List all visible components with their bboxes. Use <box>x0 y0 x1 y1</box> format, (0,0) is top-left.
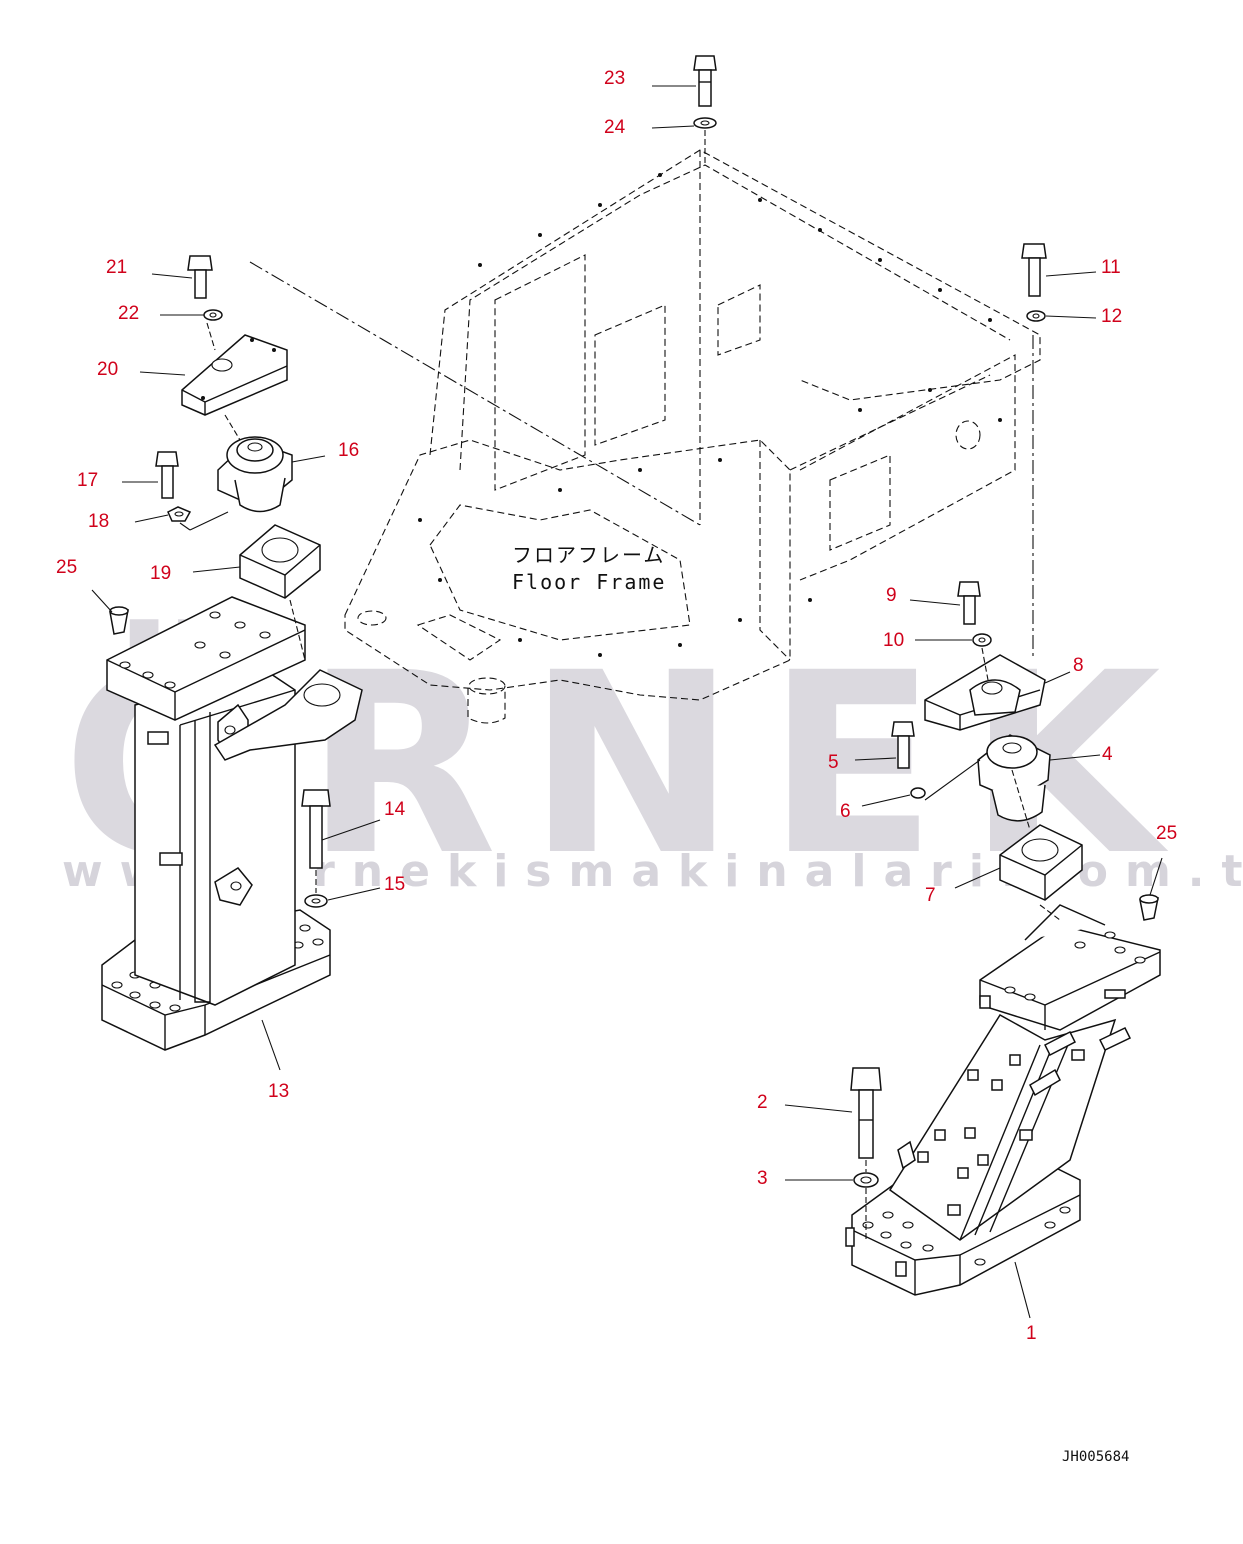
washer-22-drawing <box>203 309 223 321</box>
callout-20[interactable]: 20 <box>97 359 119 380</box>
callout-11[interactable]: 11 <box>1101 257 1121 278</box>
callout-21[interactable]: 21 <box>106 257 128 278</box>
callout-18[interactable]: 18 <box>88 511 110 532</box>
washer-6-drawing <box>910 787 926 799</box>
callout-9[interactable]: 9 <box>886 585 897 606</box>
callout-5[interactable]: 5 <box>828 752 839 773</box>
callout-10[interactable]: 10 <box>883 630 905 651</box>
bolt-17-drawing <box>155 451 179 499</box>
callout-15[interactable]: 15 <box>384 874 406 895</box>
bolt-2-drawing <box>850 1067 882 1159</box>
cap-25-left-drawing <box>109 606 129 635</box>
callout-19[interactable]: 19 <box>150 563 172 584</box>
callout-16[interactable]: 16 <box>338 440 360 461</box>
callout-8[interactable]: 8 <box>1073 655 1084 676</box>
bracket-8-drawing <box>924 654 1046 731</box>
frame-caption-english: Floor Frame <box>512 570 667 594</box>
callout-25-right[interactable]: 25 <box>1156 823 1178 844</box>
washer-10-drawing <box>972 633 992 647</box>
callout-13[interactable]: 13 <box>268 1081 290 1102</box>
bolt-5-drawing <box>891 721 915 769</box>
bolt-21-drawing <box>187 255 213 299</box>
washer-18-drawing <box>167 506 192 522</box>
callout-3[interactable]: 3 <box>757 1168 768 1189</box>
frame-caption-japanese: フロアフレーム <box>512 543 666 567</box>
mount-4-drawing <box>977 734 1051 822</box>
washer-12-drawing <box>1026 310 1046 322</box>
callout-6[interactable]: 6 <box>840 801 851 822</box>
mount-16-drawing <box>217 436 293 513</box>
callout-1[interactable]: 1 <box>1026 1323 1037 1344</box>
spacer-19-drawing <box>239 524 321 599</box>
callout-14[interactable]: 14 <box>384 799 406 820</box>
pillar-13-drawing <box>101 596 363 1051</box>
callout-25-left[interactable]: 25 <box>56 557 78 578</box>
drawing-number: JH005684 <box>1062 1449 1130 1465</box>
callout-2[interactable]: 2 <box>757 1092 768 1113</box>
washer-15-drawing <box>304 894 328 908</box>
washer-24-drawing <box>693 117 717 129</box>
callout-7[interactable]: 7 <box>925 885 936 906</box>
cap-25-right-drawing <box>1139 894 1159 921</box>
bolt-9-drawing <box>957 581 981 625</box>
bolt-14-drawing <box>301 789 331 869</box>
bolt-11-drawing <box>1021 243 1047 297</box>
callout-22[interactable]: 22 <box>118 303 140 324</box>
washer-3-drawing <box>853 1172 879 1188</box>
callout-17[interactable]: 17 <box>77 470 99 491</box>
bracket-20-drawing <box>181 334 288 416</box>
spacer-7-drawing <box>999 824 1083 901</box>
bolt-23-drawing <box>693 55 717 107</box>
pillar-1-drawing <box>845 904 1161 1296</box>
callout-23[interactable]: 23 <box>604 68 626 89</box>
callout-24[interactable]: 24 <box>604 117 626 138</box>
floor-frame-drawing <box>249 130 1041 724</box>
callout-12[interactable]: 12 <box>1101 306 1123 327</box>
leader-lines <box>91 85 1163 1319</box>
callout-4[interactable]: 4 <box>1102 744 1113 765</box>
